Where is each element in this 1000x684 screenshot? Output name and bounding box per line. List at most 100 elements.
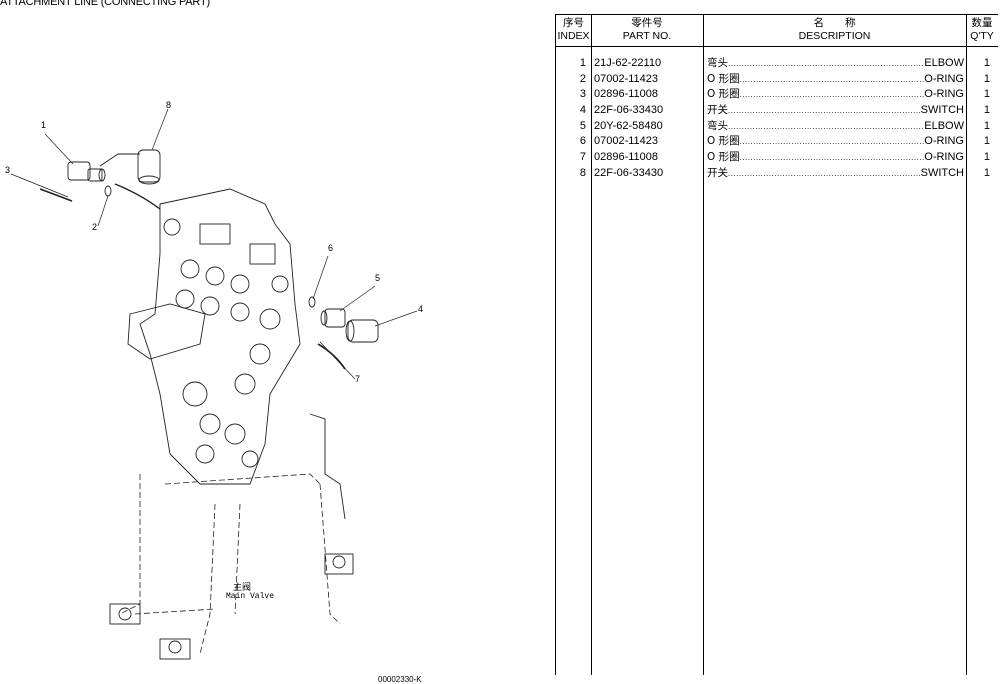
row-description-en: ELBOW [924,57,964,69]
part-3-oring [39,188,73,202]
callout-7: 7 [355,374,361,384]
row-part-no: 02896-11008 [594,88,659,101]
row-index: 7 [579,151,586,164]
row-description-cn: O 形圈 [707,88,740,101]
row-index: 2 [579,72,586,85]
main-valve-label-en: Main Valve [226,592,275,601]
row-qty: 1 [983,151,990,164]
leader-lines [10,108,418,380]
part-1-elbow [67,153,140,182]
row-description-en: SWITCH [920,104,964,117]
row-qty: 1 [983,57,990,69]
main-valve-label-cn: 主阀 [233,583,252,593]
row-qty: 1 [983,88,990,101]
main-valve-body [127,188,301,485]
row-description: 开关 SWITCH [707,103,964,119]
part-7-oring [317,343,346,370]
row-qty: 1 [983,104,990,117]
row-description: O 形圈 O-RING [707,87,964,103]
row-description-en: ELBOW [924,119,964,132]
drawing-id: 00002330-K [378,675,422,684]
leader-dots [728,103,921,119]
row-description-cn: O 形圈 [707,151,740,164]
row-part-no: 02896-11008 [594,151,659,164]
leader-dots [728,119,924,135]
leader-dots [740,150,925,166]
callout-8: 8 [166,100,172,110]
table-row: 1 21J-62-22110 弯头 ELBOW 1 [556,56,998,72]
mounting-bolts [109,413,354,660]
row-qty: 1 [983,72,990,85]
row-description: 弯头 ELBOW [707,119,964,135]
row-part-no: 20Y-62-58480 [594,119,663,132]
part-2-oring [104,185,112,197]
row-index: 6 [579,135,586,148]
callout-4: 4 [418,304,424,314]
row-part-no: 21J-62-22110 [594,57,662,69]
row-index: 5 [579,119,586,132]
row-part-no: 22F-06-33430 [594,166,664,179]
row-part-no: 07002-11423 [594,135,659,148]
row-description: O 形圈 O-RING [707,72,964,88]
column-divider [966,15,967,675]
callout-1: 1 [41,120,47,130]
row-description-cn: 弯头 [707,119,728,132]
leader-dots [728,56,924,72]
row-description-cn: 弯头 [707,57,728,69]
part-8-switch [137,149,161,185]
table-row: 7 02896-11008 O 形圈 O-RING 1 [556,150,998,166]
table-body: 1 21J-62-22110 弯头 ELBOW 1 2 07002-11423 O 形圈 O-R… [556,56,998,182]
row-description-en: SWITCH [920,166,964,179]
row-index: 1 [579,57,586,69]
column-divider [591,15,592,675]
valve-assembly-illustration [10,108,418,660]
row-description: O 形圈 O-RING [707,134,964,150]
leader-dots [740,87,925,103]
row-qty: 1 [983,135,990,148]
row-index: 3 [579,88,586,101]
table-row: 6 07002-11423 O 形圈 O-RING 1 [556,134,998,150]
page-title: ATTACHMENT LINE (CONNECTING PART) [0,0,210,8]
callout-5: 5 [375,273,381,283]
leader-dots [728,166,921,182]
row-description-en: O-RING [924,88,964,101]
table-row: 8 22F-06-33430 开关 SWITCH 1 [556,166,998,182]
part-5-elbow [320,308,346,328]
row-description-cn: O 形圈 [707,135,740,148]
table-row: 5 20Y-62-58480 弯头 ELBOW 1 [556,119,998,135]
row-part-no: 22F-06-33430 [594,104,664,117]
row-description-en: O-RING [924,151,964,164]
row-description-en: O-RING [924,72,964,85]
exploded-parts-drawing: 1 2 3 4 5 6 7 8 主阀 Main Valve 00002330-K [0,14,545,684]
table-row: 2 07002-11423 O 形圈 O-RING 1 [556,72,998,88]
row-part-no: 07002-11423 [594,72,659,85]
row-description-cn: O 形圈 [707,72,740,85]
row-description-cn: 开关 [707,166,728,179]
row-index: 8 [579,166,586,179]
callout-2: 2 [92,222,98,232]
row-description: 弯头 ELBOW [707,56,964,72]
table-row: 3 02896-11008 O 形圈 O-RING 1 [556,87,998,103]
part-4-switch [345,319,379,343]
row-description: O 形圈 O-RING [707,150,964,166]
table-row: 4 22F-06-33430 开关 SWITCH 1 [556,103,998,119]
part-6-oring [308,296,316,308]
row-description-en: O-RING [924,135,964,148]
leader-dots [740,134,925,150]
callout-3: 3 [5,165,11,175]
row-qty: 1 [983,119,990,132]
mounting-frame [119,473,341,655]
leader-dots [740,72,925,88]
row-description-cn: 开关 [707,104,728,117]
row-index: 4 [579,104,586,117]
column-divider [703,15,704,675]
callout-6: 6 [328,243,334,253]
row-qty: 1 [983,166,990,179]
row-description: 开关 SWITCH [707,166,964,182]
